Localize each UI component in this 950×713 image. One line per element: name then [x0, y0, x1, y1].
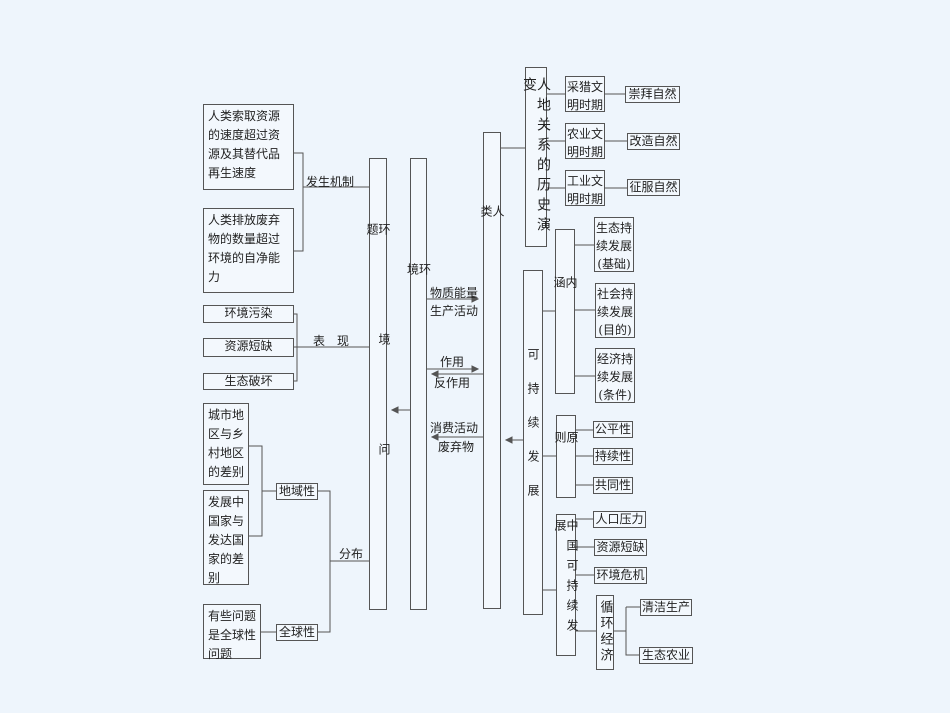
env-text: 环境 — [405, 263, 432, 513]
human-column: 人类 — [479, 132, 505, 609]
principle-box: 共同性 — [593, 477, 633, 494]
flow-label: 物质能量 — [430, 286, 479, 300]
connotation-box: 生态持续发展(基础) — [594, 217, 634, 272]
connotation-box: 社会持续发展(目的) — [595, 283, 635, 338]
flow-label: 作用 — [440, 355, 465, 369]
china-column: 中国可持续发展 — [553, 514, 579, 656]
principle-column: 原则 — [553, 415, 579, 498]
china-issue-box: 人口压力 — [593, 511, 646, 528]
cause-box: 人类排放废弃物的数量超过环境的自净能力 — [203, 208, 294, 293]
expression-box: 资源短缺 — [203, 338, 294, 357]
distribution-box: 有些问题是全球性问题 — [203, 604, 261, 661]
expression-box: 环境污染 — [203, 305, 294, 323]
expression-box: 生态破坏 — [203, 373, 294, 390]
connotation-column: 内涵 — [552, 229, 578, 394]
connotation-box: 经济持续发展(条件) — [595, 348, 635, 403]
attitude-box: 改造自然 — [627, 133, 680, 150]
human-text: 人类 — [479, 205, 505, 473]
regional-box: 地域性 — [276, 483, 318, 500]
expression-label: 表 现 — [313, 334, 350, 348]
principle-text: 原则 — [553, 431, 579, 476]
sustainable-column: 可持续发展 — [523, 270, 543, 615]
circular-economy-text: 循环经济 — [597, 600, 613, 664]
circular-item-box: 生态农业 — [639, 647, 693, 664]
flow-label: 废弃物 — [438, 440, 475, 454]
history-column: 人地关系的历史演变 — [521, 67, 551, 247]
mechanism-label: 发生机制 — [306, 175, 355, 189]
cause-box: 人类索取资源的速度超过资源及其替代品再生速度 — [203, 104, 294, 190]
period-box: 采猎文明时期 — [565, 76, 605, 112]
attitude-box: 崇拜自然 — [625, 86, 680, 103]
distribution-box: 发展中国家与发达国家的差别 — [203, 490, 249, 585]
distribution-label: 分布 — [339, 547, 364, 561]
circular-item-box: 清洁生产 — [640, 599, 692, 616]
china-text: 中国可持续发展 — [553, 519, 579, 639]
sustainable-text: 可持续发展 — [526, 348, 540, 518]
principle-box: 持续性 — [593, 448, 633, 465]
circular-economy-column: 循环经济 — [596, 595, 614, 670]
principle-box: 公平性 — [593, 421, 633, 438]
env-problem-text: 环境问题 — [365, 223, 391, 553]
global-box: 全球性 — [276, 624, 318, 641]
env-problem-column: 环境问题 — [365, 158, 391, 610]
flow-label: 生产活动 — [430, 304, 479, 318]
flow-label: 消费活动 — [430, 421, 479, 435]
period-box: 农业文明时期 — [565, 123, 605, 159]
period-box: 工业文明时期 — [565, 170, 605, 206]
connotation-text: 内涵 — [552, 276, 578, 335]
distribution-box: 城市地区与乡村地区的差别 — [203, 403, 249, 485]
history-text: 人地关系的历史演变 — [521, 77, 551, 237]
attitude-box: 征服自然 — [627, 179, 680, 196]
flow-label: 反作用 — [434, 376, 471, 390]
china-issue-box: 资源短缺 — [594, 539, 647, 556]
env-column: 环境 — [406, 158, 432, 610]
china-issue-box: 环境危机 — [594, 567, 647, 584]
